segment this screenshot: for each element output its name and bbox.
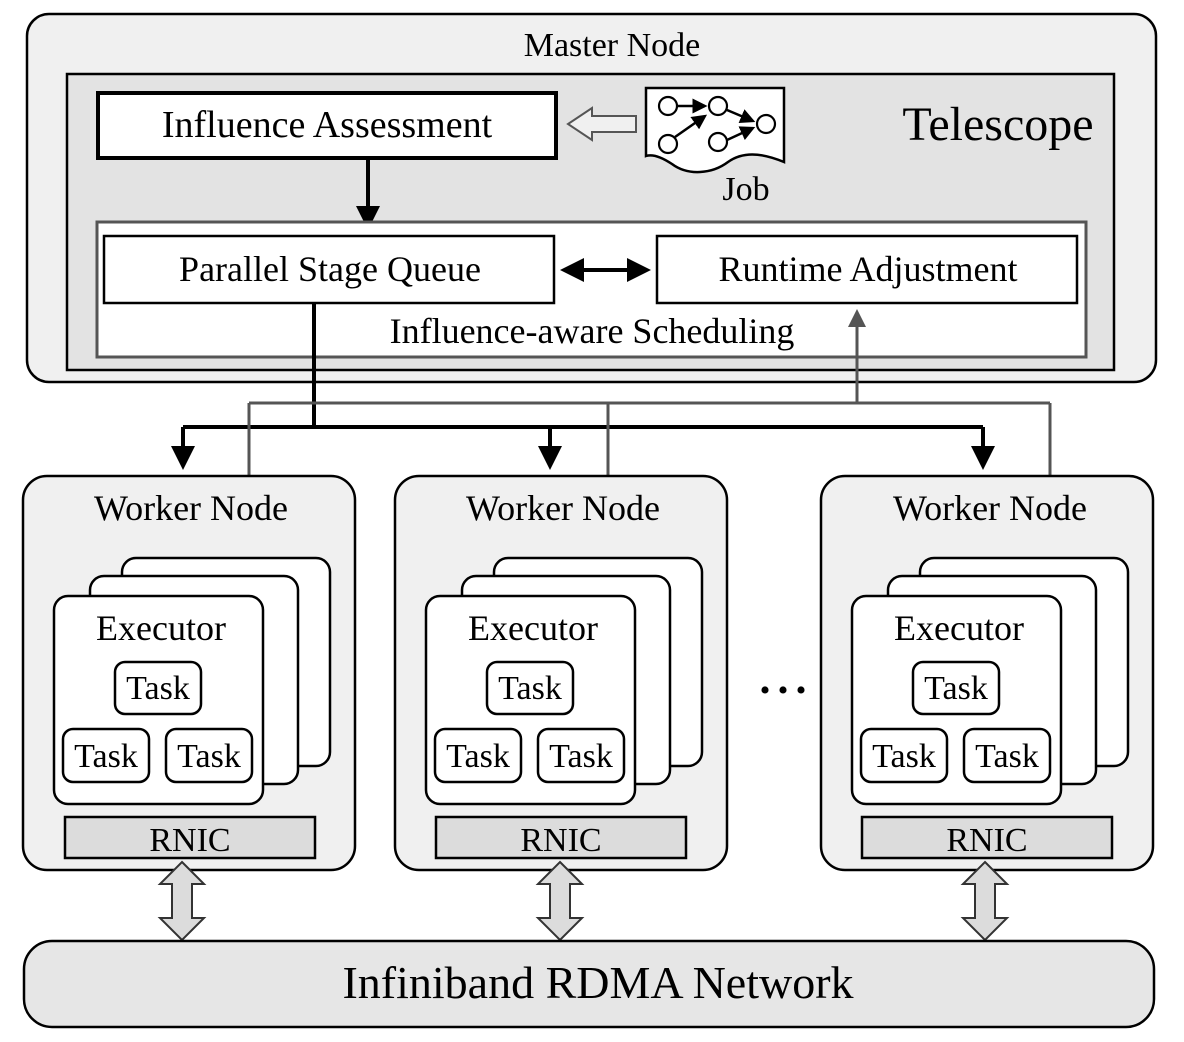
executor-label: Executor [894,608,1024,648]
task-label: Task [498,670,562,707]
scheduling-label: Influence-aware Scheduling [390,311,795,351]
rnic-network-arrow [535,860,585,942]
rnic-box: RNIC [860,815,1114,860]
task-box [962,727,1052,784]
infiniband-network: Infiniband RDMA Network [22,939,1156,1029]
job-document-icon [644,86,786,174]
executor-label: Executor [96,608,226,648]
rnic-label: RNIC [520,822,601,859]
task-label: Task [74,738,138,775]
worker-node: Worker Node Executor Task Task Task RNIC [393,474,729,872]
rnic-box: RNIC [434,815,688,860]
runtime-adjustment-label: Runtime Adjustment [718,249,1017,289]
parallel-stage-queue-label: Parallel Stage Queue [179,249,481,289]
task-box [536,727,626,784]
task-label: Task [975,738,1039,775]
dispatch-lines [171,303,995,470]
rnic-network-arrow [960,860,1010,942]
runtime-adjustment-box: Runtime Adjustment [655,234,1079,305]
worker-node-title: Worker Node [893,488,1087,528]
task-box [859,727,949,784]
worker-node-title: Worker Node [466,488,660,528]
parallel-stage-queue-box: Parallel Stage Queue [102,234,556,305]
telescope-label: Telescope [902,98,1093,151]
executor-box: Executor Task Task Task [424,594,637,806]
task-box [911,660,1001,716]
task-label: Task [177,738,241,775]
rnic-label: RNIC [149,822,230,859]
task-label: Task [549,738,613,775]
task-box [61,727,151,784]
rnic-label: RNIC [946,822,1027,859]
task-box [113,660,203,716]
worker-node: Worker Node Executor Task Task Task RNIC [819,474,1155,872]
task-label: Task [126,670,190,707]
ellipsis: • • • [760,674,807,707]
master-node: Master Node Telescope Influence Assessme… [25,12,1158,384]
worker-node: Worker Node Executor Task Task Task RNIC [21,474,357,872]
worker-node-title: Worker Node [94,488,288,528]
task-label: Task [446,738,510,775]
rnic-network-arrow [157,860,207,942]
task-box [433,727,523,784]
job-label: Job [722,171,769,208]
task-box [485,660,575,716]
influence-assessment-box: Influence Assessment [96,91,558,160]
master-node-title: Master Node [524,27,701,64]
task-box [164,727,254,784]
executor-box: Executor Task Task Task [850,594,1063,806]
feedback-lines [247,309,1052,476]
executor-box: Executor Task Task Task [52,594,265,806]
task-label: Task [924,670,988,707]
network-label: Infiniband RDMA Network [342,957,853,1008]
influence-assessment-label: Influence Assessment [162,104,493,146]
executor-label: Executor [468,608,598,648]
task-label: Task [872,738,936,775]
job-input-arrow [566,106,637,142]
rnic-box: RNIC [63,815,317,860]
rnic-network-arrows [157,860,1010,942]
